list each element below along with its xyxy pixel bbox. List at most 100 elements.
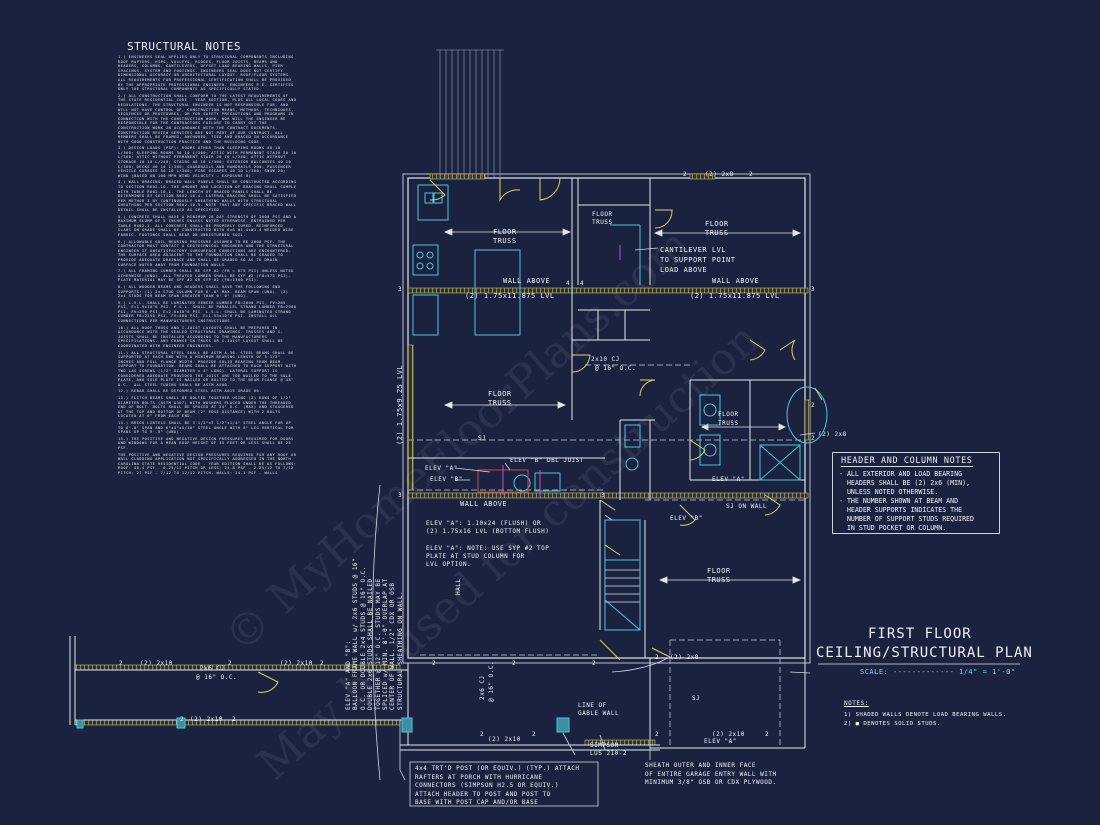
label-header-porch-2: (2) 2x10: [280, 660, 313, 667]
post-note-box: [409, 761, 599, 807]
label-truss-6: TRUSS: [707, 576, 731, 584]
beam-lines: [408, 364, 805, 745]
stud-count: 3: [398, 286, 403, 293]
label-syp-note: ELEV "A": NOTE: USE SYP #2 TOP PLATE AT …: [426, 545, 550, 568]
structural-note-paragraph: 9.) L.V.L. SHALL BE LAMINATED VENEER LUM…: [118, 300, 297, 324]
label-floor-truss-5: FLOOR: [718, 411, 739, 418]
label-header-side: (2) 2x8: [818, 431, 847, 438]
label-2x10-cj: 2x10 CJ: [591, 356, 620, 363]
label-truss-3: TRUSS: [592, 219, 613, 226]
stud-count: 3: [398, 492, 403, 499]
label-floor-truss-4: FLOOR: [488, 390, 512, 398]
label-elev-b-2: ELEV "B": [670, 515, 703, 522]
stud-count: 4: [580, 280, 585, 287]
label-elev-a-1: ELEV "A": [425, 465, 458, 472]
stud-count: 2: [512, 660, 517, 667]
stud-count: 2: [232, 716, 237, 723]
header-column-notes: HEADER AND COLUMN NOTES - ALL EXTERIOR A…: [832, 452, 1000, 534]
label-sheath-note: SHEATH OUTER AND INNER FACE OF ENTIRE GA…: [645, 762, 777, 787]
stud-count: 2: [811, 402, 816, 409]
stud-count: 2: [749, 171, 754, 178]
stud-count: 2: [180, 716, 185, 723]
stud-count: 2: [592, 660, 597, 667]
structural-note-paragraph: 8.) ALL WOODEN BEAMS AND HEADERS SHALL H…: [118, 284, 289, 299]
label-floor-truss-6: FLOOR: [707, 567, 731, 575]
label-header-garage: (2) 2x8: [670, 654, 699, 661]
label-floor-truss-1: FLOOR: [493, 228, 517, 236]
label-lvl-1: (2) 1.75x11.875 LVL: [465, 292, 555, 300]
structural-note-paragraph: THE POSITIVE AND NEGATIVE DESIGN PRESSUR…: [118, 452, 297, 475]
stud-count: 2: [480, 731, 485, 738]
label-truss-2: TRUSS: [705, 229, 729, 237]
label-truss-4: TRUSS: [488, 399, 512, 407]
stud-count: 2: [655, 654, 660, 661]
label-header-porch-3: (2) 2x10: [190, 716, 223, 723]
stud-count: 2: [432, 660, 437, 667]
structural-note-paragraph: 11.) ALL STRUCTURAL STEEL SHALL BE ASTM …: [118, 350, 297, 387]
plan-scale: SCALE: ------------- 1/4" = 1'-0": [860, 668, 1016, 676]
stud-count: 3: [601, 492, 606, 499]
truss-arrows: [443, 228, 802, 584]
structural-note-paragraph: 2.) ALL CONSTRUCTION SHALL CONFORM TO TH…: [118, 93, 297, 144]
stud-count: 2: [683, 171, 688, 178]
label-lvl-2: (2) 1.75x11.875 LVL: [690, 292, 780, 300]
structural-note-paragraph: 12.) REBAR SHALL BE DEFORMED STEEL ASTM …: [118, 389, 262, 394]
posts: [76, 717, 570, 733]
structural-note-paragraph: 4.) WALL BRACING: BRACED WALL PANELS SHA…: [118, 180, 297, 212]
structural-note-paragraph: 10.) ALL ROOF TRUSS AND I-JOIST LAYOUTS …: [118, 325, 284, 349]
label-truss-5: TRUSS: [718, 420, 739, 427]
stud-count: 2: [320, 660, 325, 667]
label-wall-above-2: WALL ABOVE: [712, 277, 760, 285]
notes-body: 1) SHADED WALLS DENOTE LOAD BEARING WALL…: [844, 712, 1007, 727]
label-elev-b-1: ELEV "B": [430, 476, 463, 483]
plan-title-line1: FIRST FLOOR: [868, 626, 972, 642]
notes-heading: NOTES:: [844, 700, 869, 707]
rear-steps: [436, 49, 504, 178]
structural-note-paragraph: 14.) BRICK LINTELS SHALL BE 3 1/2"x3 1/2…: [118, 420, 294, 435]
label-porch-cj: 2x6 CJ: [200, 665, 225, 672]
interior-walls: [69, 178, 806, 751]
label-elev-b-dbl: ELEV "B" DBL JOIST: [510, 457, 585, 464]
label-porch-cj-oc: @ 16" O.C.: [196, 674, 238, 681]
stair: [605, 569, 640, 603]
stud-count: 2: [765, 731, 770, 738]
label-header-porch-1: (2) 2x10: [140, 660, 173, 667]
header-column-notes-title: HEADER AND COLUMN NOTES: [841, 456, 973, 467]
stud-count: 2: [532, 731, 537, 738]
structural-notes-title: STRUCTURAL NOTES: [127, 40, 241, 53]
label-post-note: 4x4 TRT'D POST (OR EQUIV.) (TYP.) ATTACH…: [415, 765, 580, 807]
structural-note-paragraph: 13.) FLITCH BEAMS SHALL BE BOLTED TOGETH…: [118, 395, 294, 419]
structural-note-paragraph: 1.) ENGINEERS SEAL APPLIES ONLY TO STRUC…: [118, 55, 294, 92]
label-sj-1: SJ: [478, 435, 487, 442]
label-simpson: SIMPSON LUS 210-2: [590, 742, 628, 757]
label-elev-a-2: ELEV "A": [712, 476, 745, 483]
plan-title-line2: CEILING/STRUCTURAL PLAN: [816, 645, 1033, 661]
header-column-notes-body: - ALL EXTERIOR AND LOAD BEARING HEADERS …: [839, 470, 974, 532]
label-truss-1: TRUSS: [493, 237, 517, 245]
label-sj-2: SJ: [692, 695, 701, 702]
structural-note-paragraph: 15.) THE POSITIVE AND NEGATIVE DESIGN PR…: [118, 436, 294, 450]
label-gable-wall: LINE OF GABLE WALL: [578, 702, 620, 717]
label-cantilever: CANTILEVER LVL TO SUPPORT POINT LOAD ABO…: [660, 246, 736, 274]
label-2x10-cj-oc: @ 16" O.C.: [595, 365, 637, 372]
structural-note-paragraph: 3.) DESIGN LOADS (PSF): ROOMS OTHER THAN…: [118, 146, 297, 178]
stud-count: 2: [655, 731, 660, 738]
accent-lines: [477, 224, 641, 497]
label-wall-above-1: WALL ABOVE: [503, 277, 551, 285]
fixtures: [412, 184, 828, 631]
stud-count: 4: [566, 280, 571, 287]
structural-note-paragraph: 5.) CONCRETE SHALL HAVE A MINIMUM 28 DAY…: [118, 214, 297, 237]
structural-note-paragraph: 6.) ALLOWABLE SOIL BEARING PRESSURE ASSU…: [118, 239, 294, 267]
leaders: [372, 247, 816, 781]
label-lvl-flush: ELEV "A": 1.10x24 (FLUSH) OR (2) 1.75x16…: [426, 520, 550, 535]
label-floor-truss-3: FLOOR: [592, 211, 613, 218]
stud-count: 2: [119, 660, 124, 667]
label-header-garage-2: (2) 2x10: [712, 731, 745, 738]
label-floor-truss-2: FLOOR: [705, 220, 729, 228]
stud-count: 3: [811, 286, 816, 293]
structural-notes-body: 1.) ENGINEERS SEAL APPLIES ONLY TO STRUC…: [118, 55, 298, 477]
label-header-porch-4: (2) 2x10: [488, 736, 521, 743]
